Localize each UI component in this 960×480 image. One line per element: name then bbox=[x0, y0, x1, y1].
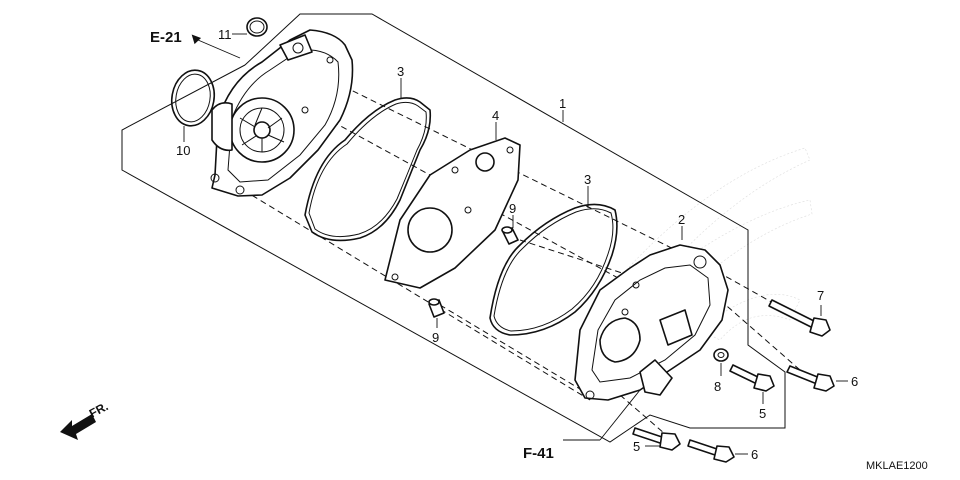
e21-reference: E-21 bbox=[150, 29, 241, 59]
callout-9-lower: 9 bbox=[432, 330, 439, 345]
assembly-frame bbox=[121, 13, 786, 443]
callouts: 1 2 3 3 4 5 5 6 6 7 8 9 9 10 11 bbox=[176, 27, 858, 462]
pump-cover-2 bbox=[574, 244, 729, 401]
callout-1: 1 bbox=[559, 96, 566, 111]
callout-6-upper: 6 bbox=[851, 374, 858, 389]
f41-label: F-41 bbox=[523, 445, 554, 462]
callout-6-lower: 6 bbox=[751, 447, 758, 462]
gasket-3-right bbox=[489, 203, 618, 336]
bolt-6-upper bbox=[786, 365, 835, 392]
pump-body bbox=[210, 29, 354, 197]
gasket-3-left bbox=[304, 97, 432, 242]
callout-3-right: 3 bbox=[584, 172, 591, 187]
e21-label: E-21 bbox=[150, 29, 182, 46]
bolt-7 bbox=[768, 299, 831, 337]
callout-11: 11 bbox=[218, 27, 232, 42]
dowel-pin-9-lower bbox=[428, 298, 445, 318]
callout-7: 7 bbox=[817, 288, 824, 303]
callout-5-upper: 5 bbox=[759, 406, 766, 421]
bolt-6-lower bbox=[687, 439, 735, 463]
callout-2: 2 bbox=[678, 212, 685, 227]
leader-lines bbox=[183, 33, 848, 455]
washer-8 bbox=[713, 348, 729, 362]
dowel-pin-9-upper bbox=[501, 226, 519, 245]
callout-4: 4 bbox=[492, 108, 499, 123]
front-direction-arrow: FR. bbox=[60, 399, 110, 440]
callout-3-left: 3 bbox=[397, 64, 404, 79]
bolt-5-upper bbox=[729, 364, 775, 392]
callout-5-lower: 5 bbox=[633, 439, 640, 454]
bolt-5-lower bbox=[632, 427, 681, 451]
callout-8: 8 bbox=[714, 379, 721, 394]
cover-plate-4 bbox=[384, 137, 521, 289]
callout-9-upper: 9 bbox=[509, 201, 516, 216]
o-ring-11 bbox=[246, 17, 268, 37]
diagram-code: MKLAE1200 bbox=[866, 460, 928, 472]
callout-10: 10 bbox=[176, 143, 190, 158]
o-ring-10 bbox=[170, 69, 216, 127]
